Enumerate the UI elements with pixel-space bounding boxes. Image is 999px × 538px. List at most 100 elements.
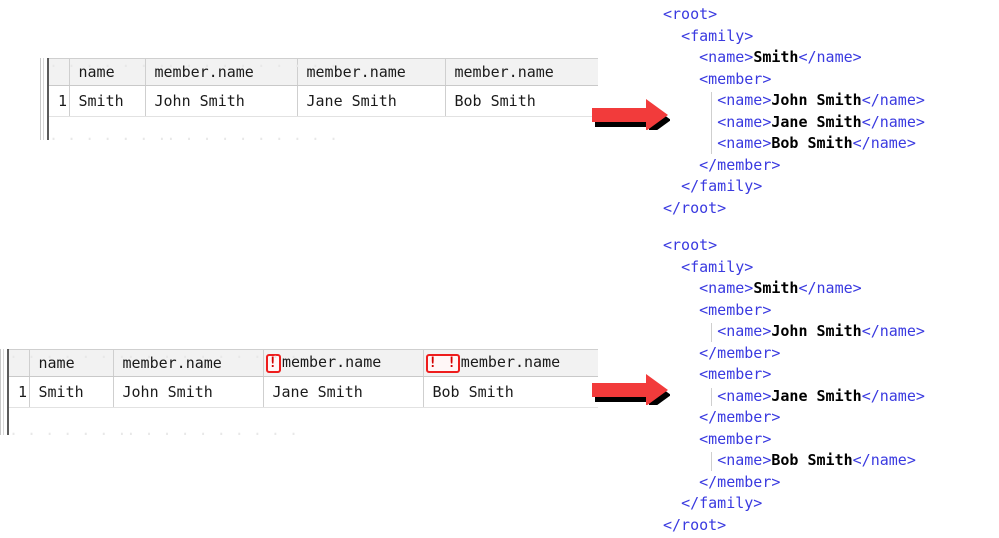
xml-tag: <name> [699, 48, 754, 66]
clipped-row-above: . . . . . . .. . . . . . . . . . [9, 349, 298, 358]
xml-value: John Smith [771, 322, 862, 340]
xml-tag: </root> [663, 198, 727, 217]
column-header-2[interactable]: member.name [297, 58, 446, 86]
xml-tag: <family> [681, 26, 754, 45]
xml-indent [663, 91, 717, 109]
xml-line: <member> [663, 300, 925, 322]
xml-indent [663, 156, 699, 174]
xml-tag: <member> [699, 300, 772, 319]
table-cell[interactable]: Smith [29, 376, 114, 408]
xml-value: Bob Smith [771, 134, 853, 152]
grid-gutter[interactable] [0, 349, 9, 435]
column-header-0[interactable]: name [69, 58, 146, 86]
table-cell[interactable]: Bob Smith [423, 376, 598, 408]
indent-guide [711, 323, 713, 342]
xml-tag: <root> [663, 5, 718, 23]
xml-line: <name>Jane Smith</name> [663, 112, 925, 134]
xml-output-top: <root> <family> <name>Smith</name> <memb… [663, 4, 925, 219]
xml-value: Smith [753, 279, 799, 297]
indent-guide [711, 452, 713, 471]
xml-line: <root> [663, 4, 925, 26]
warning-marker-icon[interactable]: ! [265, 354, 281, 373]
xml-line: <name>Jane Smith</name> [663, 386, 925, 408]
xml-indent [663, 113, 717, 131]
xml-tag: <member> [699, 365, 772, 383]
xml-indent [663, 473, 699, 491]
table-cell[interactable]: Bob Smith [445, 85, 598, 117]
clipped-row-below: . . . . . . .. . . . . . . . . . [49, 131, 338, 140]
table-cell[interactable]: John Smith [113, 376, 264, 408]
column-header-1[interactable]: member.name [145, 58, 298, 86]
right-arrow-icon [592, 99, 670, 130]
xml-line: <name>Bob Smith</name> [663, 133, 925, 155]
xml-value: Smith [753, 48, 799, 66]
xml-value: Jane Smith [771, 386, 862, 405]
indent-guide [711, 92, 713, 154]
column-header-label: name [78, 62, 115, 81]
xml-tag: <member> [699, 429, 772, 448]
xml-tag: </name> [861, 386, 925, 405]
column-header-2[interactable]: !member.name [263, 349, 424, 377]
xml-line: </family> [663, 493, 925, 515]
xml-line: </family> [663, 176, 925, 198]
xml-line: <member> [663, 69, 925, 91]
arrow-top [588, 96, 670, 130]
xml-tag: </name> [852, 134, 916, 152]
column-header-0[interactable]: name [29, 349, 114, 377]
column-header-label: name [38, 353, 75, 372]
table-cell[interactable]: Smith [69, 85, 146, 117]
row-number-header [49, 58, 70, 86]
xml-indent [663, 27, 681, 45]
column-header-3[interactable]: ! !member.name [423, 349, 598, 377]
column-header-label: member.name [122, 353, 222, 372]
warning-marker-icon[interactable]: ! ! [425, 354, 460, 373]
grid-gutter[interactable] [40, 58, 49, 140]
xml-indent [663, 344, 699, 362]
xml-tag: </name> [852, 451, 916, 469]
xml-tag: </root> [663, 515, 727, 534]
xml-line: </root> [663, 515, 925, 537]
column-header-label: member.name [281, 353, 382, 371]
xml-tag: </member> [699, 343, 781, 362]
column-header-3[interactable]: member.name [445, 58, 598, 86]
xml-value: Jane Smith [771, 112, 862, 131]
xml-line: <name>Bob Smith</name> [663, 450, 925, 472]
xml-tag: <root> [663, 236, 718, 254]
xml-tag: <name> [717, 322, 772, 340]
xml-value: Bob Smith [771, 451, 853, 469]
right-arrow-icon [592, 374, 670, 405]
result-grid-bottom[interactable]: . . . . . . .. . . . . . . . . . name mem… [0, 349, 598, 435]
xml-indent [663, 48, 699, 66]
column-header-1[interactable]: member.name [113, 349, 264, 377]
xml-indent [663, 177, 681, 195]
result-grid-top[interactable]: . . . . . . .. . . . . . . . . . name mem… [40, 58, 598, 140]
table-cell[interactable]: Jane Smith [297, 85, 446, 117]
table-cell[interactable]: John Smith [145, 85, 298, 117]
row-number-cell[interactable]: 1 [9, 376, 30, 408]
xml-indent [663, 451, 717, 469]
xml-tag: <name> [717, 91, 772, 109]
grid-body: . . . . . . .. . . . . . . . . . name mem… [9, 349, 598, 435]
xml-tag: </member> [699, 472, 781, 491]
xml-tag: <name> [717, 451, 772, 469]
xml-tag: </name> [798, 48, 862, 66]
xml-indent [663, 279, 699, 297]
xml-line: </member> [663, 472, 925, 494]
xml-tag: <member> [699, 69, 772, 88]
row-number-cell[interactable]: 1 [49, 85, 70, 117]
indent-guide [711, 387, 713, 406]
xml-indent [663, 365, 699, 383]
column-header-label: member.name [454, 62, 554, 81]
grid-body: . . . . . . .. . . . . . . . . . name mem… [49, 58, 598, 140]
table-cell[interactable]: Jane Smith [263, 376, 424, 408]
xml-line: <member> [663, 429, 925, 451]
column-header-label: member.name [460, 353, 561, 371]
clipped-row-above: . . . . . . .. . . . . . . . . . [49, 58, 338, 67]
